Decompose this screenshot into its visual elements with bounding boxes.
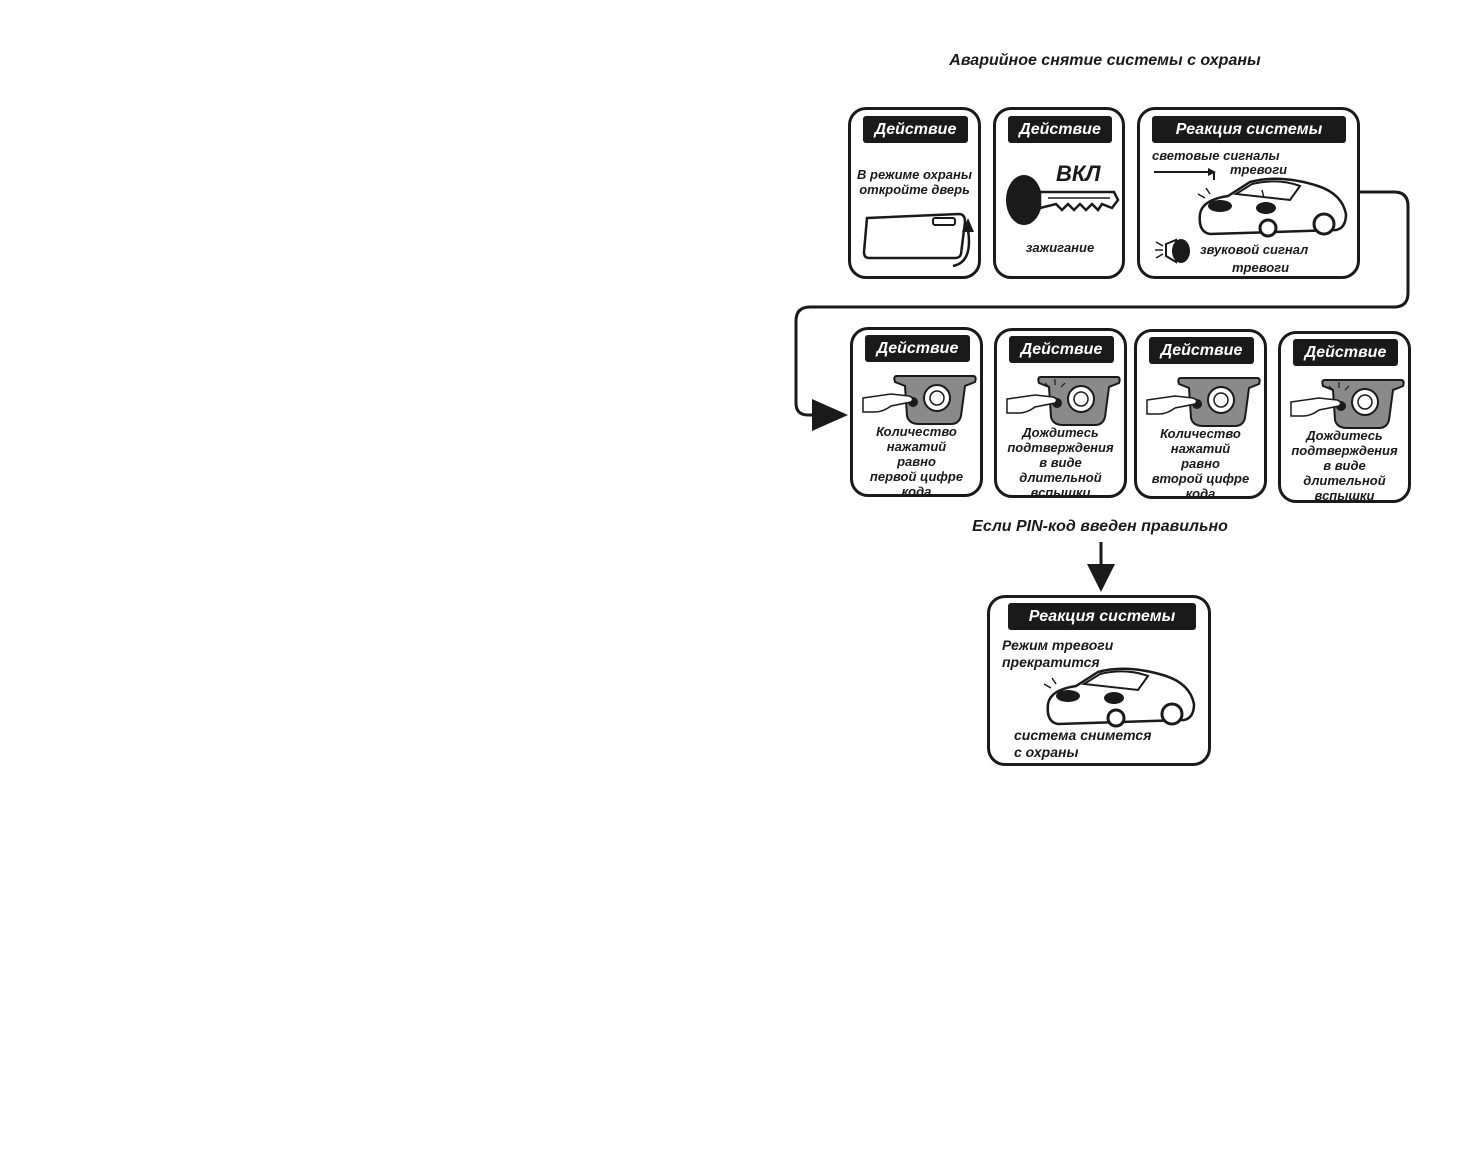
result-line-1: Режим тревоги (1002, 637, 1114, 653)
step-open-door: Действие В режиме охраны откройте дверь (848, 107, 981, 279)
ignition-caption: зажигание (1025, 240, 1095, 255)
flow-connector (794, 190, 1410, 431)
down-arrow (1087, 542, 1115, 592)
button-led-flash-icon (1290, 379, 1405, 429)
siren-icon (1155, 238, 1190, 264)
result-line-4: с охраны (1014, 744, 1079, 760)
door-icon (862, 212, 974, 268)
flow-arrowhead (812, 399, 848, 431)
reaction-tag: Реакция системы (1152, 116, 1346, 143)
button-press-icon (862, 375, 977, 425)
page-title: Аварийное снятие системы с охраны (949, 52, 1261, 69)
step-tag: Действие (1008, 116, 1112, 143)
system-reaction-alarm: Реакция системы световые сигналы тревоги… (1137, 107, 1360, 279)
ignition-key-icon (1006, 175, 1120, 225)
light-signals-label-2: тревоги (1230, 162, 1288, 177)
key-on-label: ВКЛ (1056, 161, 1101, 186)
car-icon (1043, 667, 1196, 728)
step-tag: Действие (1293, 339, 1398, 366)
result-line-2: прекратится (1002, 654, 1100, 670)
sound-signal-label-2: тревоги (1232, 260, 1290, 275)
step-tag: Действие (865, 335, 970, 362)
step-tag: Действие (1009, 336, 1114, 363)
step-tag: Действие (1149, 337, 1254, 364)
result-line-3: система снимется (1014, 727, 1152, 743)
step-ignition: Действие ВКЛ зажигание (993, 107, 1125, 279)
step-text: В режиме охраны откройте дверь (857, 167, 972, 197)
reaction-tag: Реакция системы (1008, 603, 1196, 630)
sound-signal-label: звуковой сигнал (1200, 242, 1309, 257)
system-reaction-disarm: Реакция системы Режим тревоги прекратитс… (987, 595, 1211, 766)
button-press-icon (1146, 377, 1261, 427)
car-flashing-icon (1154, 168, 1348, 238)
pin-correct-condition: Если PIN-код введен правильно (972, 518, 1228, 535)
light-signals-label: световые сигналы (1152, 148, 1280, 163)
step-tag: Действие (863, 116, 968, 143)
button-led-flash-icon (1006, 376, 1121, 426)
